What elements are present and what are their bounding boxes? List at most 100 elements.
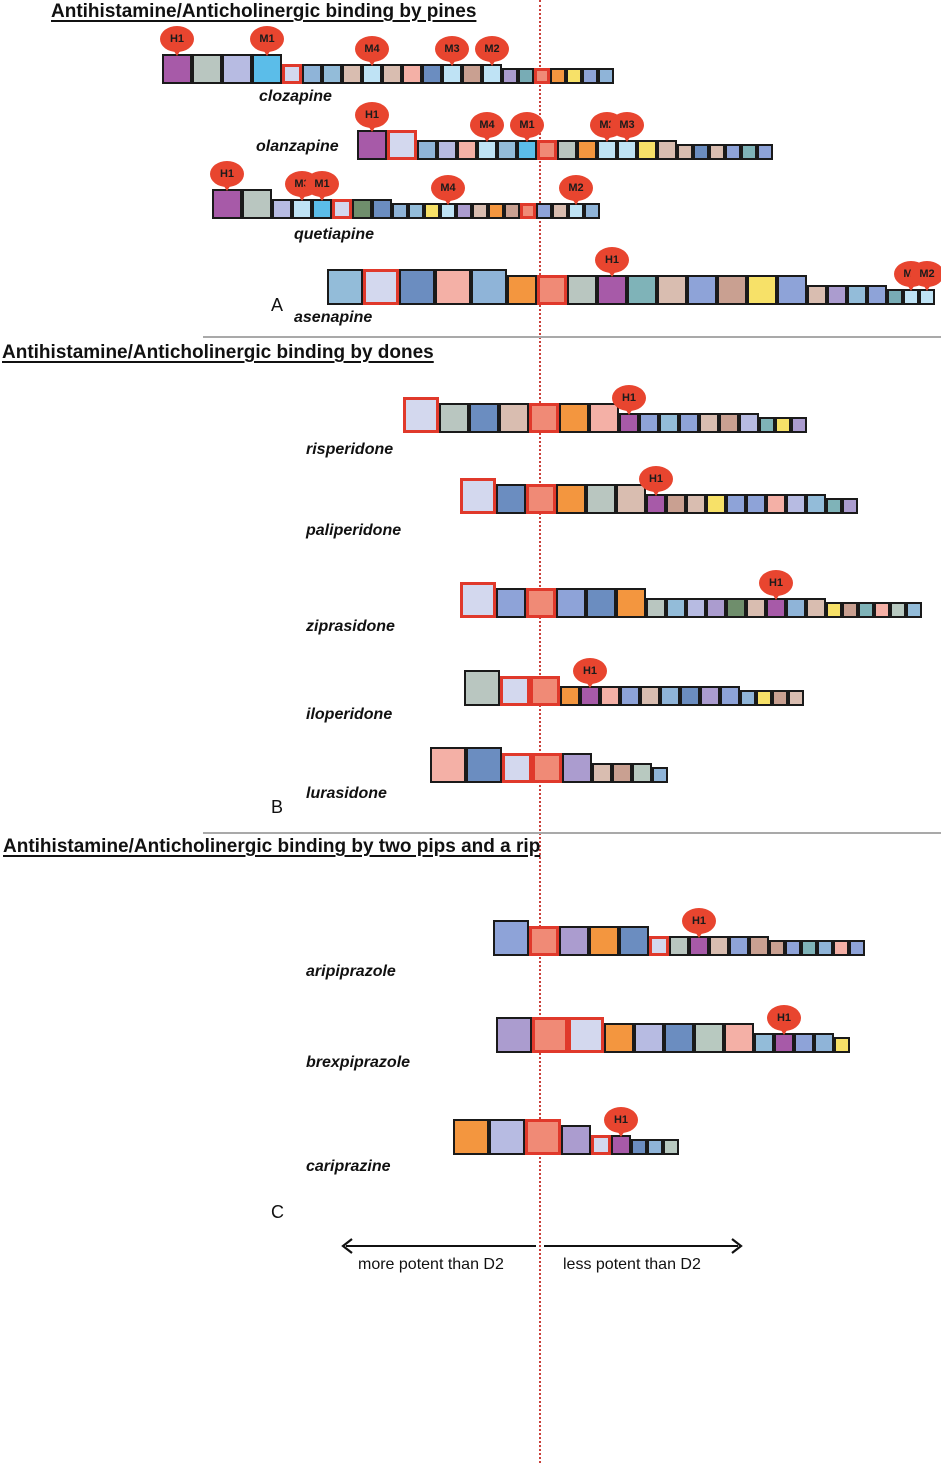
receptor-square-5ht1a <box>282 64 302 84</box>
receptor-square-d2 <box>529 403 559 433</box>
receptor-square <box>631 1139 647 1155</box>
drug-label-quetiapine: quetiapine <box>294 226 375 243</box>
receptor-square <box>826 602 842 618</box>
receptor-square <box>637 140 657 160</box>
receptor-square <box>849 940 865 956</box>
receptor-square <box>709 144 725 160</box>
marker-pointer-icon <box>624 407 634 415</box>
marker-pointer-icon <box>622 134 632 142</box>
receptor-square <box>706 494 726 514</box>
marker-label: H1 <box>355 102 389 128</box>
section-title-pips-rip: Antihistamine/Anticholinergic binding by… <box>3 836 541 857</box>
receptor-square <box>493 920 529 956</box>
receptor-square-5ht1a <box>502 753 532 783</box>
receptor-square <box>746 494 766 514</box>
receptor-square <box>726 494 746 514</box>
receptor-square <box>562 753 592 783</box>
marker-label: M4 <box>355 36 389 62</box>
receptor-square <box>766 598 786 618</box>
axis-label-less-potent: less potent than D2 <box>563 1256 701 1273</box>
receptor-square <box>842 498 858 514</box>
receptor-square <box>488 203 504 219</box>
receptor-square <box>686 494 706 514</box>
receptor-square <box>517 140 537 160</box>
receptor-square-d2 <box>534 68 550 84</box>
d2-reference-line <box>539 0 541 1463</box>
receptor-square <box>741 144 757 160</box>
receptor-square <box>754 1033 774 1053</box>
receptor-square <box>556 484 586 514</box>
drug-label-cariprazine: cariprazine <box>306 1158 391 1175</box>
marker-label: H1 <box>595 247 629 273</box>
receptor-marker-m4: M4 <box>470 112 504 142</box>
receptor-marker-h1: H1 <box>682 908 716 938</box>
receptor-square <box>466 747 502 783</box>
marker-label: M4 <box>470 112 504 138</box>
drug-label-paliperidone: paliperidone <box>306 522 402 539</box>
receptor-marker-h1: H1 <box>759 570 793 600</box>
receptor-square <box>597 275 627 305</box>
marker-label: H1 <box>160 26 194 52</box>
receptor-marker-m4: M4 <box>431 175 465 205</box>
marker-label: H1 <box>210 161 244 187</box>
receptor-square <box>887 289 903 305</box>
marker-label: M4 <box>431 175 465 201</box>
divider-b-c <box>203 832 941 834</box>
receptor-square <box>489 1119 525 1155</box>
receptor-square <box>785 940 801 956</box>
receptor-square-5ht1a <box>332 199 352 219</box>
receptor-square <box>252 54 282 84</box>
receptor-square <box>847 285 867 305</box>
receptor-square <box>435 269 471 305</box>
marker-pointer-icon <box>694 930 704 938</box>
receptor-square <box>663 1139 679 1155</box>
arrow-left-icon <box>341 1238 353 1254</box>
receptor-square <box>559 926 589 956</box>
receptor-square <box>580 686 600 706</box>
marker-pointer-icon <box>482 134 492 142</box>
receptor-square <box>786 494 806 514</box>
receptor-square-d2 <box>525 1119 561 1155</box>
marker-label: M2 <box>910 261 941 287</box>
receptor-square <box>794 1033 814 1053</box>
receptor-square <box>482 64 502 84</box>
receptor-square <box>222 54 252 84</box>
marker-pointer-icon <box>443 197 453 205</box>
receptor-square <box>729 936 749 956</box>
receptor-square <box>807 285 827 305</box>
receptor-square <box>586 484 616 514</box>
marker-pointer-icon <box>262 48 272 56</box>
receptor-square <box>417 140 437 160</box>
receptor-square <box>774 1033 794 1053</box>
receptor-square <box>399 269 435 305</box>
receptor-square <box>660 686 680 706</box>
arrow-right-icon <box>731 1238 743 1254</box>
drug-label-clozapine: clozapine <box>259 88 332 105</box>
drug-label-risperidone: risperidone <box>306 441 394 458</box>
receptor-square-d2 <box>530 676 560 706</box>
receptor-square <box>557 140 577 160</box>
receptor-square <box>502 68 518 84</box>
marker-label: M1 <box>305 171 339 197</box>
receptor-square <box>726 598 746 618</box>
receptor-square <box>499 403 529 433</box>
receptor-marker-m2: M2 <box>910 261 941 291</box>
marker-pointer-icon <box>522 134 532 142</box>
receptor-square <box>620 686 640 706</box>
receptor-square <box>826 498 842 514</box>
section-title-dones: Antihistamine/Anticholinergic binding by… <box>2 342 434 363</box>
receptor-square <box>739 413 759 433</box>
receptor-square <box>725 144 741 160</box>
receptor-square <box>834 1037 850 1053</box>
marker-pointer-icon <box>607 269 617 277</box>
receptor-marker-m2: M2 <box>475 36 509 66</box>
receptor-square <box>469 403 499 433</box>
receptor-square <box>833 940 849 956</box>
marker-label: H1 <box>573 658 607 684</box>
marker-pointer-icon <box>487 58 497 66</box>
receptor-square <box>801 940 817 956</box>
receptor-square <box>666 494 686 514</box>
drug-label-olanzapine: olanzapine <box>256 138 339 155</box>
marker-label: H1 <box>604 1107 638 1133</box>
receptor-marker-m3: M3 <box>610 112 644 142</box>
